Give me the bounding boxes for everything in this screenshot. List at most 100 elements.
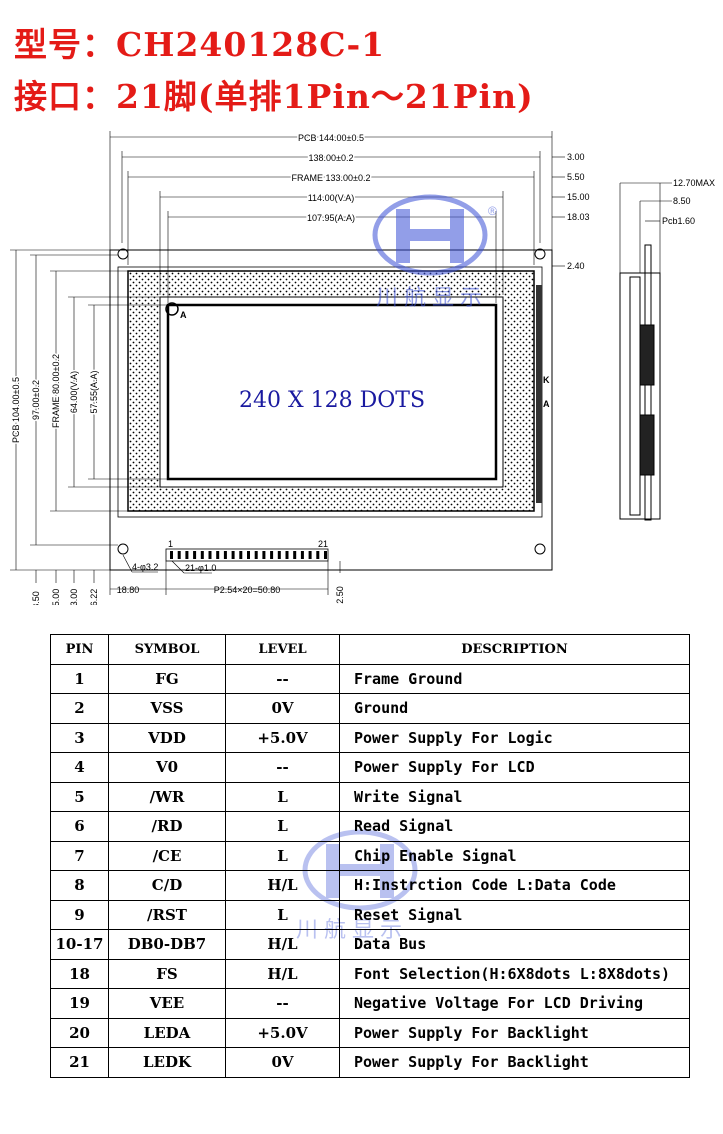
- symbol-cell: VSS: [108, 693, 226, 724]
- dim-right-3: 15.00: [567, 192, 590, 202]
- dots-label: 240 X 128 DOTS: [239, 388, 425, 413]
- model-title: 型号：CH240128C-1: [14, 25, 386, 64]
- watermark-logo: ® 川航显示: [372, 194, 497, 310]
- description-cell: Font Selection(H:6X8dots L:8X8dots): [339, 958, 690, 989]
- header-symbol: SYMBOL: [108, 634, 226, 665]
- table-header-row: PIN SYMBOL LEVEL DESCRIPTION: [50, 634, 690, 665]
- description-cell: Power Supply For Backlight: [339, 1017, 690, 1048]
- level-cell: 0V: [225, 1047, 340, 1078]
- pin-header: [165, 548, 329, 562]
- dim-va-width: 114.00(V.A): [308, 193, 355, 203]
- symbol-cell: VEE: [108, 988, 226, 1019]
- symbol-cell: /WR: [108, 781, 226, 812]
- dim-aa-height: 57.55(A.A): [89, 370, 99, 413]
- level-cell: H/L: [225, 958, 340, 989]
- side-view: [619, 182, 672, 521]
- header-pin: [193, 551, 197, 559]
- header-level: LEVEL: [225, 634, 340, 665]
- description-cell: Ground: [339, 693, 690, 724]
- header-pin: [170, 551, 173, 559]
- mounting-hole: [117, 543, 129, 555]
- mechanical-drawing: 240 X 128 DOTS A K A 1 21 PCB 144.00±0.5…: [10, 131, 715, 605]
- pin-cell: 20: [50, 1017, 109, 1048]
- description-cell: Power Supply For Backlight: [339, 1047, 690, 1078]
- level-cell: L: [225, 811, 340, 842]
- svg-text:川航显示: 川航显示: [376, 285, 488, 310]
- dim-va-height: 64.00(V.A): [69, 371, 79, 413]
- backlight-a-label: A: [543, 399, 550, 409]
- header-pin: [200, 551, 204, 559]
- description-cell: Power Supply For LCD: [339, 752, 690, 783]
- symbol-cell: /RD: [108, 811, 226, 842]
- dim-frame-height: FRAME 80.00±0.2: [51, 354, 61, 428]
- header-pin: [208, 551, 212, 559]
- header-pin: [262, 551, 266, 559]
- mounting-hole: [534, 543, 546, 555]
- description-cell: Read Signal: [339, 811, 690, 842]
- pin-21-label: 21: [318, 539, 328, 549]
- header-pin: [239, 551, 243, 559]
- level-cell: H/L: [225, 870, 340, 901]
- pin-cell: 4: [50, 752, 109, 783]
- dim-pin-hole: 21-φ1.0: [185, 563, 216, 573]
- dim-pcb-width: PCB 144.00±0.5: [298, 133, 364, 143]
- symbol-cell: DB0-DB7: [108, 929, 226, 960]
- level-cell: L: [225, 781, 340, 812]
- description-cell: Chip Enable Signal: [339, 840, 690, 871]
- pcb-outline: [109, 249, 553, 571]
- side-dim-1: 12.70MAX: [673, 178, 715, 188]
- mounting-hole: [534, 248, 546, 260]
- pin-cell: 8: [50, 870, 109, 901]
- dim-right-5: 2.40: [567, 261, 585, 271]
- description-cell: Write Signal: [339, 781, 690, 812]
- header-pin: [308, 551, 312, 559]
- level-cell: L: [225, 840, 340, 871]
- description-cell: Frame Ground: [339, 663, 690, 694]
- pin-cell: 9: [50, 899, 109, 930]
- pin-cell: 5: [50, 781, 109, 812]
- dim-pcb-height: PCB 104.00±0.5: [11, 377, 21, 443]
- pin-cell: 21: [50, 1047, 109, 1078]
- header-pin: [223, 551, 227, 559]
- level-cell: H/L: [225, 929, 340, 960]
- svg-text:®: ®: [488, 204, 497, 218]
- header-pin: [247, 551, 250, 559]
- dim-138: 138.00±0.2: [309, 153, 354, 163]
- dim-right-1: 3.00: [567, 152, 585, 162]
- dim-frame-width: FRAME 133.00±0.2: [292, 173, 371, 183]
- level-cell: --: [225, 752, 340, 783]
- header-pin: [285, 551, 289, 559]
- header-pin: [293, 551, 297, 559]
- pin-cell: 3: [50, 722, 109, 753]
- header-pin: [324, 551, 327, 559]
- dim-2-50: 2.50: [335, 586, 345, 604]
- header-pin: [300, 551, 304, 559]
- description-cell: H:Instrction Code L:Data Code: [339, 870, 690, 901]
- header-pin: [177, 551, 181, 559]
- level-cell: --: [225, 663, 340, 694]
- header-pin: [316, 551, 320, 559]
- level-cell: L: [225, 899, 340, 930]
- dim-18-80: 18.80: [117, 585, 140, 595]
- symbol-cell: /CE: [108, 840, 226, 871]
- dim-pitch: P2.54×20=50.80: [214, 585, 281, 595]
- pin-cell: 18: [50, 958, 109, 989]
- symbol-cell: LEDA: [108, 1017, 226, 1048]
- header-pin: [270, 551, 274, 559]
- header-pin: [216, 551, 220, 559]
- corner-label-a: A: [180, 310, 187, 320]
- active-area: [166, 303, 498, 481]
- level-cell: +5.0V: [225, 722, 340, 753]
- symbol-cell: VDD: [108, 722, 226, 753]
- header-description: DESCRIPTION: [339, 634, 690, 665]
